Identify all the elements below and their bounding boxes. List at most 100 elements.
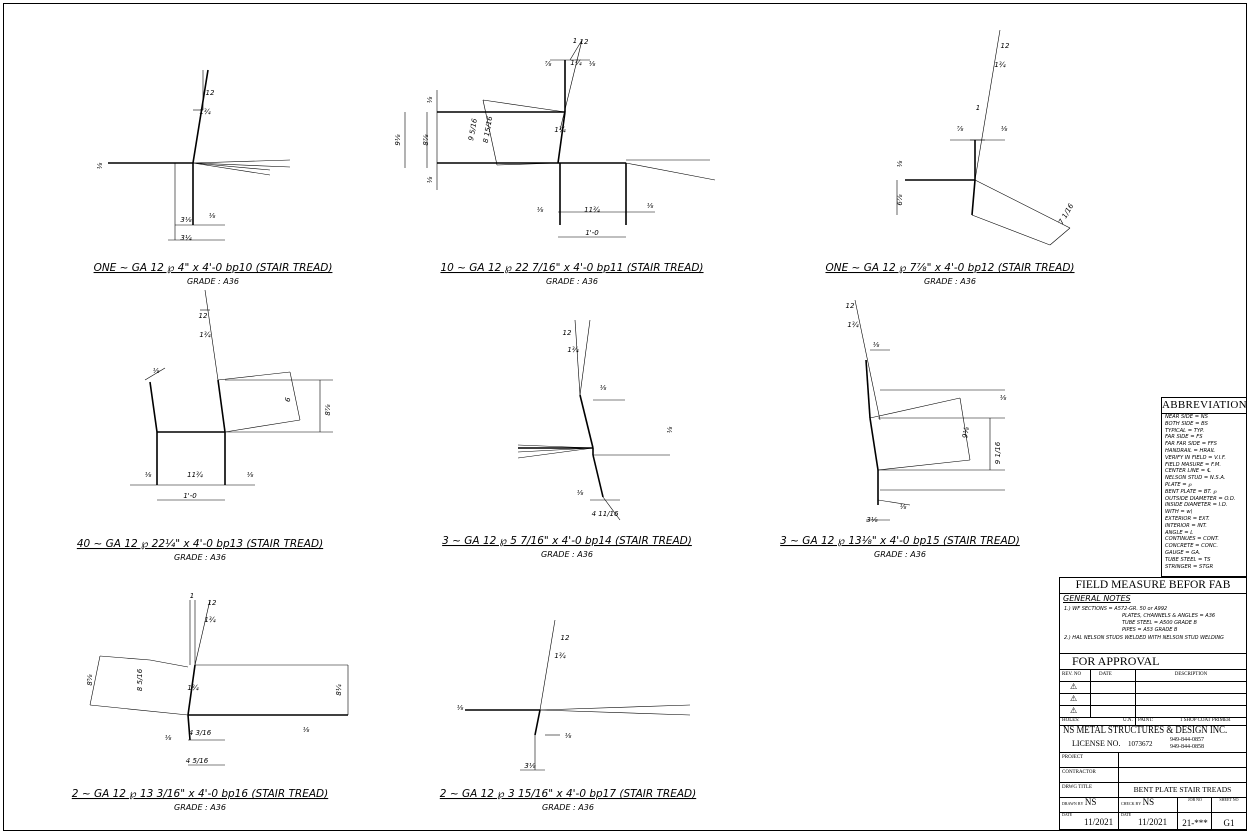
plate-edge (187, 714, 191, 741)
abbreviation-item: CENTER LINE = ℄ (1165, 468, 1212, 475)
date-header: DATE (1090, 669, 1112, 681)
dimension-line (602, 496, 621, 521)
rev-date (1090, 681, 1091, 693)
holes-value: U.N. (1123, 718, 1133, 723)
detail-title: 3 ~ GA 12 ℘ 13⅛" x 4'-0 bp15 (STAIR TREA… (780, 535, 1020, 547)
detail-grade: GRADE : A36 (546, 277, 598, 286)
contractor-label: CONTRACTOR (1062, 770, 1096, 775)
detail-grade: GRADE : A36 (874, 550, 926, 559)
dimension-line (482, 99, 566, 113)
detail-title: 3 ~ GA 12 ℘ 5 7/16" x 4'-0 bp14 (STAIR T… (442, 535, 692, 547)
detail-title: 40 ~ GA 12 ℘ 22¼" x 4'-0 bp13 (STAIR TRE… (77, 538, 323, 550)
dimension-line (559, 39, 583, 131)
dimension-label: 9⅛ (394, 134, 402, 145)
abbreviation-item: CONTINUES = CONT. (1165, 536, 1219, 543)
project-label: PROJECT (1062, 755, 1084, 760)
dimension-label: ⅛ (145, 471, 152, 479)
description-header: DESCRIPTION (1135, 669, 1246, 681)
dimension-label: 8 5/16 (136, 668, 144, 691)
plate-edge (534, 709, 541, 736)
rev-date (1090, 693, 1091, 705)
dimension-label: ⅛ (303, 726, 310, 734)
dimension-label: 12 (563, 329, 572, 337)
dimension-line (574, 319, 581, 396)
sheet-number: G1 (1211, 812, 1246, 830)
dimension-label: ⅛ (153, 367, 160, 375)
dimension-line (877, 499, 911, 506)
dimension-label: 4 5/16 (186, 757, 209, 765)
abbreviation-item: FIELD MASURE = F.M. (1165, 461, 1222, 468)
dimension-line (224, 419, 301, 433)
dimension-line (625, 162, 716, 181)
dimension-label: ⅛ (1001, 125, 1008, 133)
dimension-label: ⅛ (537, 206, 544, 214)
license-number: 1073672 (1128, 740, 1153, 748)
dimension-label: 1¾ (567, 346, 578, 354)
plate-edge (971, 179, 976, 216)
dimension-line (959, 397, 971, 461)
dimension-label: 1¾ (847, 321, 858, 329)
detail-grade: GRADE : A36 (174, 553, 226, 562)
revision-triangle-icon: ⚠ (1070, 694, 1078, 703)
dimension-label: 12 (206, 89, 215, 97)
dimension-label: 8¼ (335, 684, 343, 695)
dimension-line (496, 162, 559, 166)
abbreviation-item: BOTH SIDE = BS (1165, 420, 1208, 427)
job-no-label: JOB NO (1177, 797, 1212, 812)
dimension-label: 1¾ (554, 126, 565, 134)
general-notes-heading: GENERAL NOTES (1063, 594, 1131, 603)
dimension-label: ⅛ (896, 160, 904, 167)
abbreviation-item: PLATE = ℘ (1165, 481, 1192, 488)
rev-description (1135, 705, 1246, 717)
abbreviation-item: STRINGER = STGR (1165, 563, 1214, 570)
detail-title: 2 ~ GA 12 ℘ 3 15/16" x 4'-0 bp17 (STAIR … (440, 788, 696, 800)
date-label-2: DATE (1118, 812, 1131, 830)
note-2: 2.) HAL NELSON STUDS WELDED WITH NELSON … (1064, 635, 1224, 641)
dimension-line (144, 367, 166, 381)
note-1c: TUBE STEEL = A500 GRADE B (1122, 620, 1197, 626)
dimension-line (482, 99, 498, 166)
abbreviation-title: ABBREVIATION (1162, 398, 1246, 414)
note-1d: PIPES = A53 GRADE B (1122, 627, 1178, 633)
detail-grade: GRADE : A36 (174, 803, 226, 812)
dimension-label: 9 1/16 (994, 441, 1002, 464)
abbreviation-item: CONCRETE = CONC. (1165, 543, 1219, 550)
dimension-label: ⅛ (647, 202, 654, 210)
dimension-line (569, 39, 583, 61)
dimension-label: 1¾ (994, 61, 1005, 69)
dimension-label: ⅛ (873, 341, 880, 349)
dimension-label: ⅛ (209, 212, 216, 220)
dimension-line (539, 704, 691, 711)
paint-label: PAINT: (1135, 717, 1153, 725)
detail-title: 10 ~ GA 12 ℘ 22 7/16" x 4'-0 bp11 (STAIR… (440, 262, 703, 274)
dimension-label: 3⅛ (180, 216, 191, 224)
detail-grade: GRADE : A36 (187, 277, 239, 286)
plate-edge (149, 381, 158, 433)
dimension-label: 8 15/16 (482, 115, 495, 143)
dimension-label: ⅛ (589, 60, 596, 68)
check-date: 11/2021 (1138, 817, 1168, 827)
license-label: LICENSE NO. (1072, 739, 1121, 748)
dimension-label: 11¾ (584, 206, 600, 214)
dimension-label: 9 5/16 (467, 117, 479, 141)
abbreviation-item: NELSON STUD = N.S.A. (1165, 475, 1226, 482)
dimension-line (877, 459, 971, 471)
dimension-line (217, 371, 291, 381)
paint-value: 1 SHOP COAT PRIMER (1180, 718, 1231, 723)
dimension-line (204, 289, 219, 381)
dimension-label: 1¾ (554, 652, 565, 660)
dimension-label: 1¾ (199, 331, 210, 339)
dimension-label: ⅛ (565, 732, 572, 740)
dimension-label: 1¾ (199, 108, 210, 116)
dimension-label: 7 1/16 (1057, 202, 1075, 226)
note-1: 1.) WF SECTIONS = A572-GR. 50 or A992 (1064, 606, 1168, 612)
detail-title: ONE ~ GA 12 ℘ 7⅞" x 4'-0 bp12 (STAIR TRE… (825, 262, 1074, 274)
abbreviation-item: VERIFY IN FIELD = V.I.F. (1165, 454, 1226, 461)
dimension-label: 9⅛ (961, 426, 971, 439)
